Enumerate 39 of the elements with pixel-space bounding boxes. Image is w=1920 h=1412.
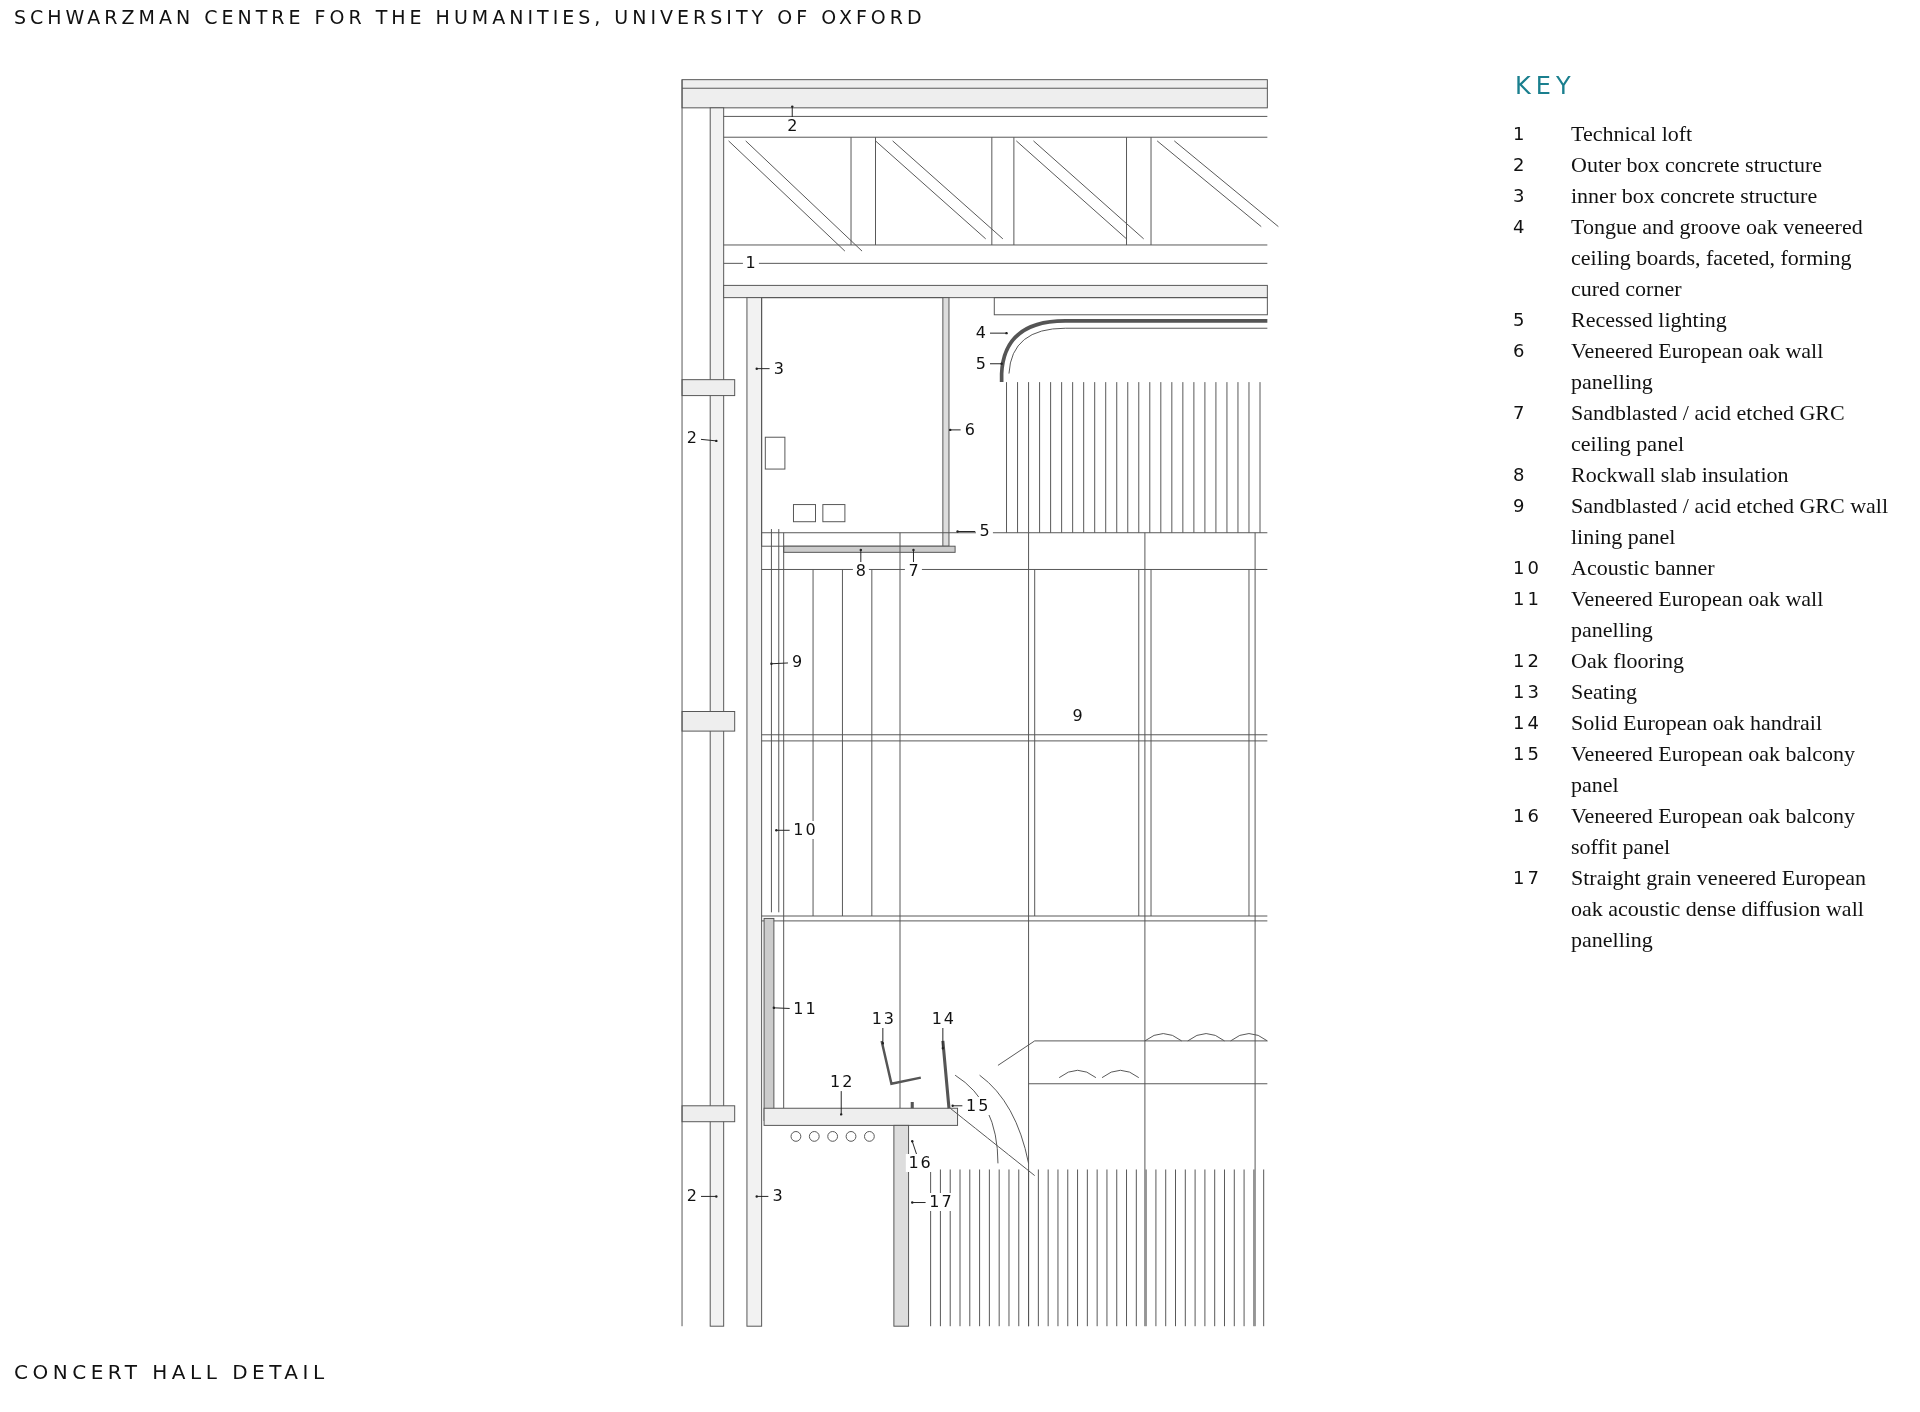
key-number: 12 [1513, 649, 1543, 673]
key-number: 13 [1513, 680, 1543, 704]
key-description: inner box concrete structure [1571, 182, 1819, 210]
key-description: Outer box concrete structure [1571, 151, 1824, 179]
key-number: 17 [1513, 866, 1543, 890]
key-number: 4 [1513, 215, 1529, 239]
key-description: Veneered European oak wall panelling [1571, 337, 1825, 396]
key-number: 9 [1513, 494, 1529, 518]
key-description: Sandblasted / acid etched GRC wall lining panel [1571, 492, 1890, 551]
key-description: Straight grain veneered European oak acoustic dense diffusion wall panelling [1571, 864, 1868, 954]
key-number: 11 [1513, 587, 1543, 611]
callout-number: 16 [905, 1154, 934, 1173]
key-description: Tongue and groove oak veneered ceiling boards, faceted, forming cured corner [1571, 213, 1864, 303]
leader-line [911, 1201, 927, 1204]
key-number: 8 [1513, 463, 1529, 487]
key-number: 16 [1513, 804, 1543, 828]
key-description: Recessed lighting [1571, 306, 1728, 334]
key-description: Rockwall slab insulation [1571, 461, 1790, 489]
key-number: 6 [1513, 339, 1529, 363]
key-description: Sandblasted / acid etched GRC ceiling panel [1571, 399, 1846, 458]
key-number: 15 [1513, 742, 1543, 766]
key-number: 10 [1513, 556, 1543, 580]
key-description: Acoustic banner [1571, 554, 1716, 582]
key-number: 2 [1513, 153, 1529, 177]
key-number: 1 [1513, 122, 1529, 146]
key-description: Seating [1571, 678, 1638, 706]
key-number: 5 [1513, 308, 1529, 332]
key-number: 7 [1513, 401, 1529, 425]
key-description: Technical loft [1571, 120, 1694, 148]
key-number: 3 [1513, 184, 1529, 208]
key-description: Veneered European oak wall panelling [1571, 585, 1825, 644]
key-description: Veneered European oak balcony soffit panel [1571, 802, 1857, 861]
key-heading: KEY [1515, 72, 1576, 100]
key-description: Veneered European oak balcony panel [1571, 740, 1857, 799]
key-number: 14 [1513, 711, 1543, 735]
key-description: Solid European oak handrail [1571, 709, 1824, 737]
key-description: Oak flooring [1571, 647, 1686, 675]
caption: CONCERT HALL DETAIL [14, 1360, 329, 1384]
title: SCHWARZMAN CENTRE FOR THE HUMANITIES, UNIVERSITY OF OXFORD [14, 6, 926, 28]
